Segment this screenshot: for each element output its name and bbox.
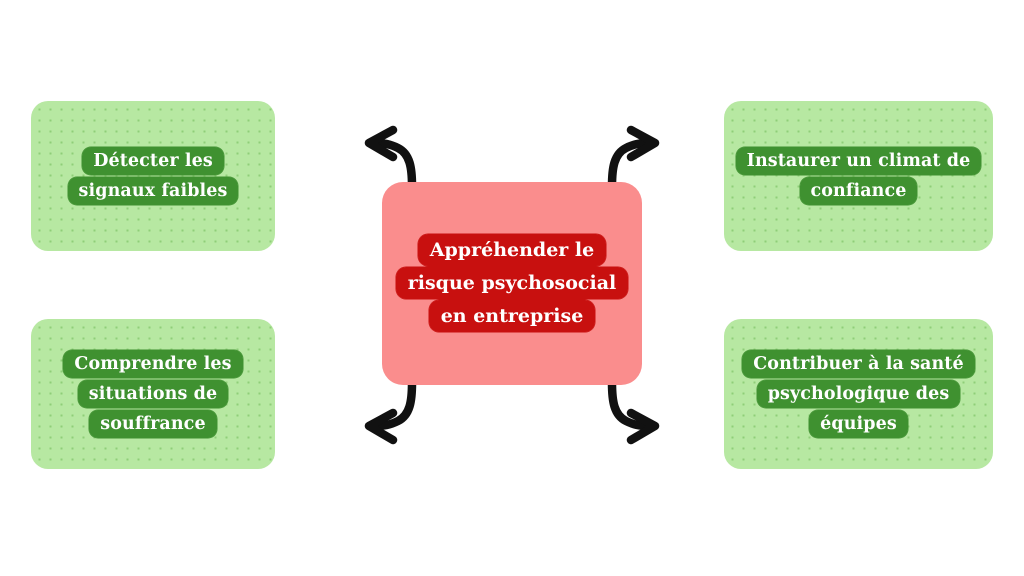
- branch-line: psychologique des équipes: [756, 379, 961, 439]
- central-topic-card[interactable]: Appréhender le risque psychosocial en en…: [382, 182, 642, 385]
- branch-line: confiance: [799, 177, 918, 205]
- branch-line: Contribuer à la santé: [742, 349, 975, 378]
- branch-panel-top-left[interactable]: Détecter les signaux faibles: [31, 101, 275, 251]
- branch-line: Instaurer un climat de: [735, 146, 982, 175]
- branch-label-top-left: Détecter les signaux faibles: [31, 146, 275, 206]
- branch-panel-bottom-right[interactable]: Contribuer à la santé psychologique des …: [724, 319, 993, 469]
- arrow-top-left-icon: [364, 125, 417, 191]
- central-line: risque psychosocial: [395, 267, 629, 300]
- central-line: en entreprise: [428, 299, 596, 332]
- branch-line: situations de souffrance: [77, 379, 229, 439]
- branch-line: Comprendre les: [63, 349, 243, 378]
- arrow-bottom-right-icon: [607, 378, 660, 445]
- branch-label-bottom-right: Contribuer à la santé psychologique des …: [724, 349, 993, 439]
- branch-panel-bottom-left[interactable]: Comprendre les situations de souffrance: [31, 319, 275, 469]
- branch-panel-top-right[interactable]: Instaurer un climat de confiance: [724, 101, 993, 251]
- branch-label-bottom-left: Comprendre les situations de souffrance: [31, 349, 275, 439]
- central-line: Appréhender le: [417, 234, 607, 267]
- central-topic-label: Appréhender le risque psychosocial en en…: [382, 234, 642, 333]
- branch-label-top-right: Instaurer un climat de confiance: [724, 146, 993, 206]
- arrow-bottom-left-icon: [364, 378, 417, 445]
- branch-line: signaux faibles: [67, 177, 239, 205]
- arrow-top-right-icon: [607, 125, 660, 191]
- branch-line: Détecter les: [82, 146, 224, 175]
